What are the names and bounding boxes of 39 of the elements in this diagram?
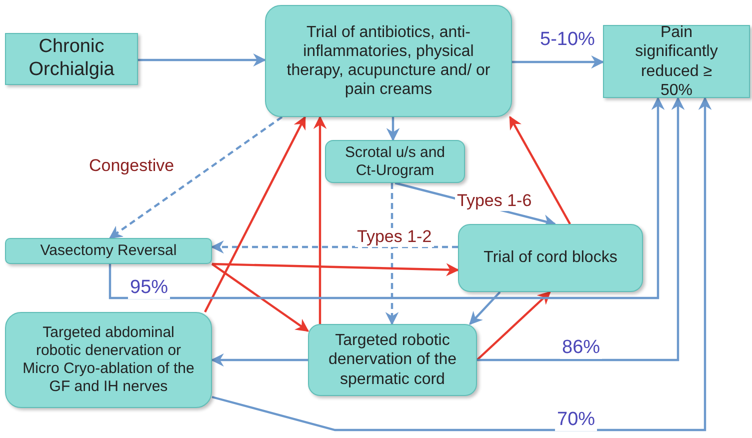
rounded-process-box: [308, 324, 477, 396]
arrow: [204, 116, 306, 312]
process-box: [603, 25, 750, 98]
arrow: [108, 116, 283, 239]
arrow: [212, 96, 712, 432]
arrow: [385, 183, 399, 326]
node-text: Vasectomy Reversal: [40, 242, 177, 260]
edge-label: Types 1-2: [355, 228, 434, 247]
node-text: Chronic Orchialgia: [28, 36, 116, 82]
arrow: [108, 96, 665, 300]
rounded-process-box: [5, 238, 212, 264]
rounded-process-box: [458, 224, 643, 292]
arrow: [210, 240, 458, 254]
arrow: [509, 116, 571, 225]
node-text: Trial of antibiotics, anti-inflammatories, physical therapy, acupuncture and/ or pain creams: [286, 22, 492, 100]
node-text: Targeted robotic denervation of the spermatic cord: [327, 331, 458, 389]
rounded-process-box: [5, 312, 212, 408]
arrow: [476, 291, 551, 361]
edge-label: 95%: [128, 278, 170, 299]
arrow: [210, 353, 308, 367]
node-text: Pain significantly reduced ≥ 50%: [634, 23, 719, 100]
arrow: [211, 263, 310, 332]
edge-label: 86%: [560, 338, 602, 359]
arrow: [313, 116, 327, 324]
node-text: Scrotal u/s and Ct-Urogram: [344, 144, 446, 180]
edge-label: Types 1-6: [455, 192, 534, 211]
node-text: Targeted abdominal robotic denervation or Micro Cryo-ablation of the GF and IH nerves: [22, 324, 196, 396]
arrow: [512, 55, 604, 69]
edge-label: 70%: [555, 410, 598, 431]
rounded-process-box: [265, 5, 512, 117]
arrow: [469, 291, 501, 325]
node-text: Trial of cord blocks: [484, 248, 618, 268]
edge-label: Congestive: [87, 157, 176, 176]
rounded-process-box: [325, 140, 465, 183]
arrow: [212, 262, 460, 276]
arrow: [477, 96, 685, 362]
process-box: [5, 33, 138, 85]
arrow: [138, 53, 266, 67]
arrow: [386, 117, 400, 142]
